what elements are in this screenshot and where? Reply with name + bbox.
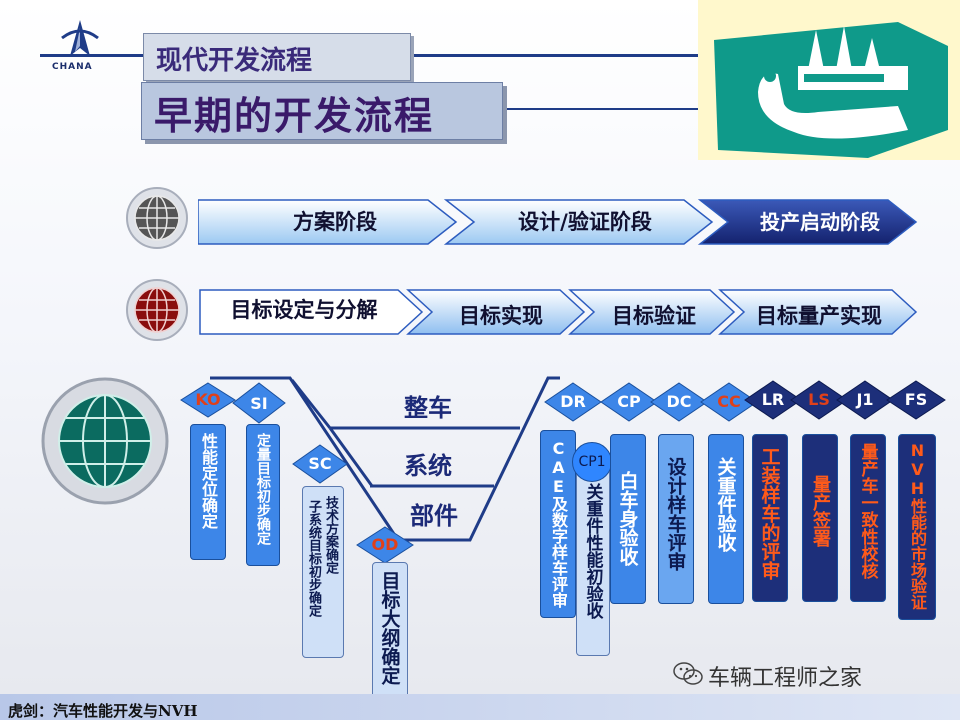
gate-sc-label: SC [308, 454, 332, 473]
task-od: 目标大纲确定 [372, 562, 408, 698]
task-cc: 关重件验收 [708, 434, 744, 604]
wechat-icon [672, 660, 704, 688]
phase-row1-arrows [198, 199, 918, 245]
gate-dr: DR [544, 382, 602, 422]
task-sc-line2: 子系统目标初步确定 [306, 500, 321, 617]
gate-dc-label: DC [666, 392, 692, 411]
task-si: 定量目标初步确定 [246, 424, 280, 566]
gate-cp1: CP1 [572, 442, 612, 482]
phase-label-launch: 投产启动阶段 [760, 210, 880, 234]
gate-lr-label: LR [761, 390, 785, 409]
gate-cp: CP [600, 382, 658, 422]
gate-lr: LR [744, 380, 802, 420]
phase-row2-arrows [199, 289, 918, 335]
gate-ls: LS [790, 380, 848, 420]
gate-od-label: OD [371, 535, 399, 554]
globe-icon-gray [125, 186, 189, 250]
gate-dc: DC [650, 382, 708, 422]
goal-label-verify: 目标验证 [612, 303, 696, 328]
gate-j1: J1 [836, 380, 894, 420]
globe-icon-teal [40, 376, 170, 506]
task-cp: 白车身验收 [610, 434, 646, 604]
phase-label-design-verify: 设计/验证阶段 [518, 209, 652, 234]
task-sc-line1: 技术方案确定 [323, 496, 338, 574]
gate-fs-label: FS [904, 390, 928, 409]
gate-j1-label: J1 [856, 390, 874, 409]
task-dr: CAE及数字样车评审 [540, 430, 576, 618]
gate-dr-label: DR [560, 392, 586, 411]
header-line-mid [505, 108, 700, 110]
footer-bar [0, 694, 960, 720]
task-sc-box [302, 486, 344, 658]
footer-text: 虎剑：汽车性能开发与NVH [8, 702, 198, 720]
task-dc: 设计样车评审 [658, 434, 694, 604]
section-title: 现代开发流程 [143, 33, 411, 81]
task-lr: 工装样车的评审 [752, 434, 788, 602]
factory-emblem [698, 0, 960, 160]
gate-cp-label: CP [617, 392, 641, 411]
level-component: 部件 [410, 502, 458, 530]
task-cp1: 关重件性能初验收 [576, 466, 610, 656]
goal-label-mass: 目标量产实现 [756, 303, 882, 328]
header-line-right [410, 54, 700, 57]
gate-cc: CC [700, 382, 758, 422]
gate-si-label: SI [250, 394, 268, 413]
gate-ko: KO [180, 382, 236, 418]
watermark-text: 车辆工程师之家 [708, 666, 863, 691]
task-j1: 量产车一致性校核 [850, 434, 886, 602]
gate-ko-label: KO [195, 390, 221, 409]
v-diagram-lines [210, 376, 560, 542]
globe-icon-red [125, 278, 189, 342]
gate-si: SI [232, 382, 286, 424]
goal-label-setting: 目标设定与分解 [230, 297, 378, 322]
task-fs: NVH性能的市场验证 [898, 434, 936, 620]
page-title: 早期的开发流程 [141, 82, 503, 140]
phase-label-scheme: 方案阶段 [293, 209, 377, 234]
header-line-left [40, 54, 144, 57]
level-system: 系统 [404, 452, 452, 480]
task-ls: 量产签署 [802, 434, 838, 602]
level-vehicle: 整车 [404, 394, 452, 422]
gate-ls-label: LS [808, 390, 830, 409]
goal-label-realize: 目标实现 [459, 303, 543, 328]
gate-fs: FS [886, 380, 946, 420]
gate-cc-label: CC [717, 392, 741, 411]
logo-text: CHANA [52, 62, 93, 72]
task-ko: 性能定位确定 [190, 424, 226, 560]
gate-sc: SC [292, 444, 348, 484]
gate-od: OD [356, 526, 414, 564]
chana-logo [40, 18, 120, 78]
